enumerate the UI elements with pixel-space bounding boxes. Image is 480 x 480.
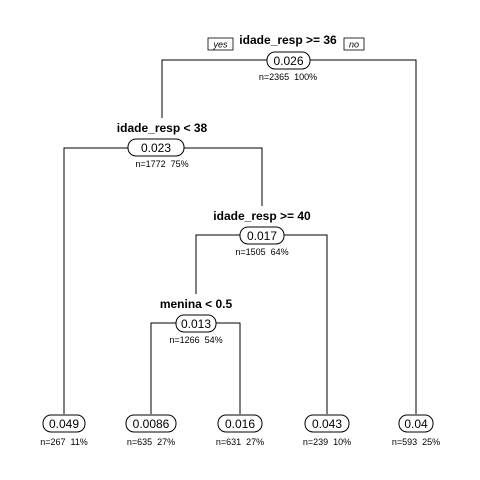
tree-edges xyxy=(63,59,417,414)
node-value: 0.023 xyxy=(141,141,171,155)
node-root: idade_resp >= 36 0.026 n=2365 100% xyxy=(239,33,337,82)
node-n2: idade_resp >= 40 0.017 n=1505 64% xyxy=(213,209,311,257)
node-leaf2: 0.0086 n=635 27% xyxy=(125,414,177,447)
split-label: menina < 0.5 xyxy=(160,297,233,311)
node-leaf3: 0.016 n=631 27% xyxy=(216,414,264,447)
node-value: 0.013 xyxy=(181,317,211,331)
node-stats: n=1266 54% xyxy=(169,335,222,345)
node-value: 0.017 xyxy=(247,229,277,243)
node-stats: n=2365 100% xyxy=(259,72,317,82)
node-leaf5: 0.04 n=593 25% xyxy=(392,414,440,447)
node-value: 0.026 xyxy=(273,54,303,68)
split-label: idade_resp >= 36 xyxy=(239,33,337,47)
node-value: 0.0086 xyxy=(133,417,170,431)
node-n1: idade_resp < 38 0.023 n=1772 75% xyxy=(117,121,208,169)
split-label: idade_resp >= 40 xyxy=(213,209,311,223)
edge-n1-leaf1 xyxy=(63,147,128,414)
node-value: 0.04 xyxy=(404,417,428,431)
node-stats: n=239 10% xyxy=(303,437,351,447)
edge-n3-leaf3 xyxy=(216,322,241,414)
yes-tag: yes xyxy=(207,37,234,51)
node-leaf1: 0.049 n=267 11% xyxy=(40,414,88,447)
node-stats: n=631 27% xyxy=(216,437,264,447)
node-stats: n=593 25% xyxy=(392,437,440,447)
yes-label: yes xyxy=(212,40,228,50)
node-stats: n=1772 75% xyxy=(135,159,188,169)
split-label: idade_resp < 38 xyxy=(117,121,208,135)
edge-root-leaf5 xyxy=(310,59,417,414)
node-value: 0.043 xyxy=(312,417,342,431)
edge-n2-leaf4 xyxy=(284,234,328,414)
node-stats: n=635 27% xyxy=(127,437,175,447)
node-value: 0.049 xyxy=(49,417,79,431)
node-n3: menina < 0.5 0.013 n=1266 54% xyxy=(160,297,233,345)
node-value: 0.016 xyxy=(225,417,255,431)
edge-n1-n2 xyxy=(184,147,263,206)
edge-n2-n3 xyxy=(195,234,240,294)
edge-root-n1 xyxy=(161,59,267,118)
node-leaf4: 0.043 n=239 10% xyxy=(303,414,351,447)
node-stats: n=267 11% xyxy=(40,437,88,447)
node-stats: n=1505 64% xyxy=(235,247,288,257)
no-tag: no xyxy=(343,37,365,51)
no-label: no xyxy=(349,40,359,50)
edge-n3-leaf2 xyxy=(150,322,176,414)
